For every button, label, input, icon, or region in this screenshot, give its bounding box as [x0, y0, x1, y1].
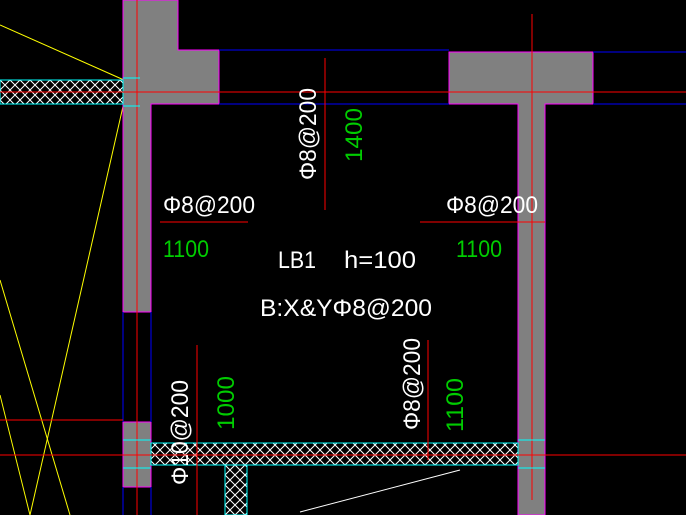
dim-top-center-label: 1400 [341, 108, 368, 162]
slab-label: LB1 [278, 247, 316, 274]
rebar-bottom-right-label: Φ8@200 [399, 338, 426, 430]
edge-lines [122, 49, 686, 515]
dim-bottom-left-label: 1000 [213, 376, 240, 430]
cyan-marks [123, 77, 545, 469]
dim-left-label: 1100 [163, 236, 209, 263]
rebar-right-label: Φ8@200 [446, 192, 538, 219]
slab-bottom-rebar: B:X&YΦ8@200 [260, 295, 432, 322]
rebar-left-label: Φ8@200 [163, 192, 255, 219]
hatched-beams [0, 79, 519, 515]
slab-thickness: h=100 [344, 247, 416, 274]
diagonal-lines [0, 24, 125, 515]
diagonal-line-bottom [299, 469, 461, 513]
dim-bottom-right-label: 1100 [442, 378, 469, 432]
dim-right-label: 1100 [456, 236, 502, 263]
rebar-top-center-label: Φ8@200 [295, 88, 322, 180]
rebar-bottom-left-label: Φ10@200 [167, 380, 194, 485]
